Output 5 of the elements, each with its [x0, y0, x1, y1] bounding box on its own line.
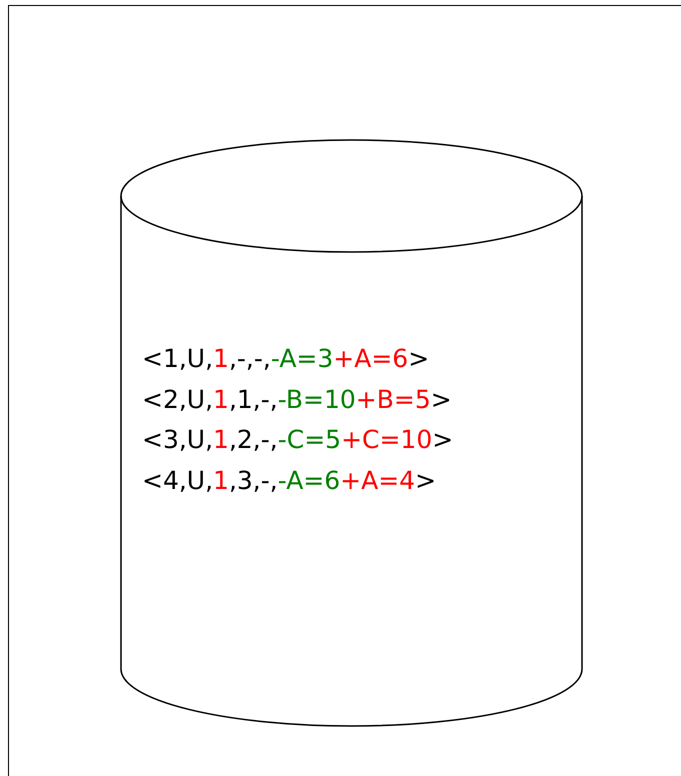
log-record-text: <2,U,1,1,-,-B=10+B=5>	[142, 384, 452, 415]
log-record-text: <1,U,1,-,-,-A=3+A=6>	[142, 344, 430, 374]
log-record-text: <3,U,1,2,-,-C=5+C=10>	[142, 425, 454, 456]
database-cylinder	[120, 139, 583, 726]
log-record-text: <4,U,1,3,-,-A=6+A=4>	[142, 466, 436, 496]
